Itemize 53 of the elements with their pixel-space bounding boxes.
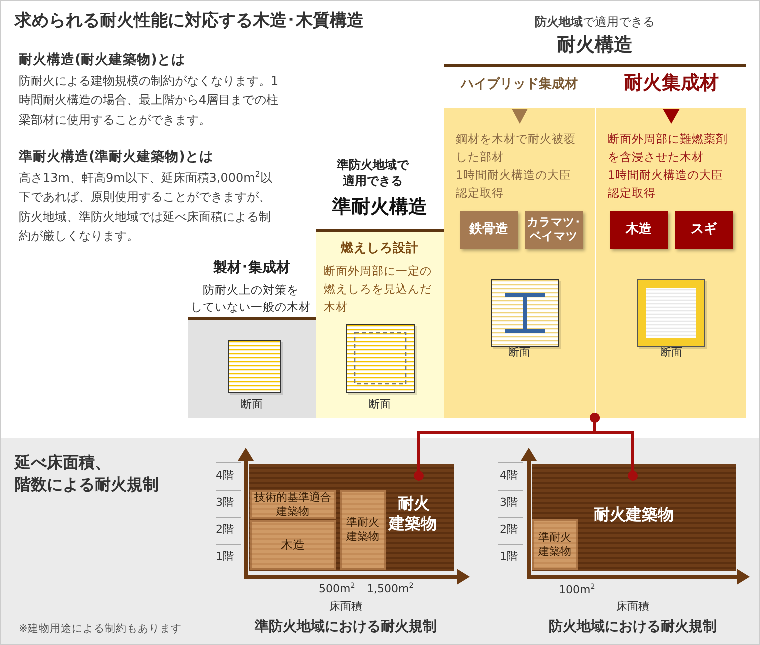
column-heading: 製材･集成材 — [212, 259, 292, 278]
building-zone: 技術的基準適合建築物 — [250, 490, 336, 519]
section-caption: 断面 — [508, 346, 532, 361]
section-caption: 断面 — [660, 346, 684, 361]
structure-heading: 耐火構造 — [556, 33, 634, 58]
section-paragraph: 防耐火による建物規模の制約がなくなります。1時間耐火構造の場合、最上階から4層目までの柱梁部材に使用することができます。 — [19, 73, 280, 129]
axis-tick-label: 2階 — [215, 523, 235, 538]
axis-tick-label: 3階 — [499, 496, 519, 511]
axis-tick-label: 1階 — [215, 550, 235, 565]
zone-label: 耐火建築物 — [389, 494, 438, 534]
section-caption: 断面 — [368, 398, 392, 413]
axis-tick-label: 3階 — [215, 496, 235, 511]
chart-title: 準防火地域における耐火規制 — [254, 618, 438, 637]
column-heading: ハイブリッド集成材 — [459, 76, 579, 94]
column-heading: 耐火集成材 — [623, 71, 720, 96]
chart-title: 防火地域における耐火規制 — [548, 618, 718, 637]
connector-line — [590, 413, 638, 481]
column-description: 1時間耐火構造の大臣認定取得 — [456, 167, 572, 202]
section-heading: 準耐火構造(準耐火建築物)とは — [19, 148, 214, 166]
region-note: 準防火地域で適用できる — [336, 157, 410, 190]
column-description: 1時間耐火構造の大臣認定取得 — [608, 167, 724, 202]
section-caption: 断面 — [240, 398, 264, 413]
axis-tick-label: 4階 — [215, 469, 235, 484]
axis-title: 床面積 — [616, 600, 650, 615]
zone-label: 耐火建築物 — [593, 504, 675, 526]
axis-title: 床面積 — [328, 600, 364, 615]
axis-tick-label: 4階 — [499, 469, 519, 484]
axis-tick-label: 500m$^{2}$ — [319, 581, 356, 598]
axis-tick-label: 1階 — [499, 550, 519, 565]
material-tag: 鉄骨造 — [460, 211, 518, 249]
fireproof-zone — [532, 464, 736, 571]
section-paragraph: 高さ13m、軒高9m以下、延床面積3,000m$^{2}$以下であれば、原則使用することができますが、防火地域、準防火地域では延べ床面積による制約が厳しくなります。 — [19, 169, 274, 246]
fireproof-zone — [249, 464, 454, 571]
section-heading: 延べ床面積、階数による耐火規制 — [15, 452, 160, 496]
structure-heading: 準耐火構造 — [332, 195, 428, 220]
building-zone: 準耐火建築物 — [532, 519, 578, 570]
building-zone: 準耐火建築物 — [340, 490, 386, 570]
column-description: 防耐火上の対策をしていない一般の木材 — [191, 282, 312, 316]
region-note: 防火地域で適用できる — [534, 14, 656, 30]
material-tag: 木造 — [610, 211, 668, 249]
footnote: ※建物用途による制約もあります — [19, 622, 183, 636]
column-description: 鋼材を木材で耐火被覆した部材 — [456, 131, 577, 166]
building-zone: 木造 — [250, 520, 336, 570]
material-tag: スギ — [675, 211, 733, 249]
axis-tick-label: 100m$^{2}$ — [559, 582, 596, 598]
axis-tick-label: 2階 — [499, 523, 519, 538]
material-tag: カラマツ･ベイマツ — [525, 211, 583, 249]
column-description: 断面外周部に難燃薬剤を含浸させた木材 — [608, 131, 729, 166]
axis-tick-label: 1,500m$^{2}$ — [367, 581, 415, 598]
column-heading: 燃えしろ設計 — [340, 240, 420, 257]
section-heading: 耐火構造(耐火建築物)とは — [19, 51, 186, 70]
page-title: 求められる耐火性能に対応する木造･木質構造 — [15, 10, 365, 33]
column-description: 断面外周部に一定の燃えしろを見込んだ木材 — [324, 263, 433, 316]
